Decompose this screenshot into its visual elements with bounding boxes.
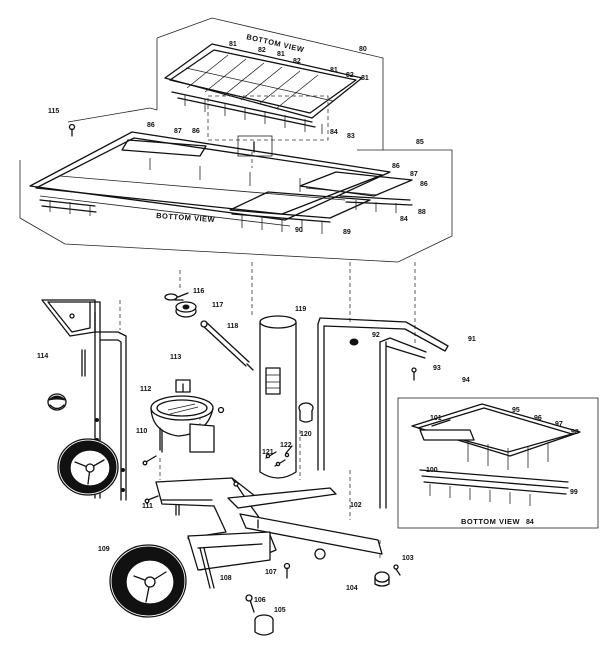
- bolts-110-111: [142, 455, 180, 516]
- label-82: 82: [293, 58, 301, 65]
- label-112: 112: [140, 386, 151, 393]
- label-86: 86: [420, 181, 428, 188]
- label-81: 81: [277, 51, 285, 58]
- label-91: 91: [468, 336, 476, 343]
- label-83: 83: [347, 133, 355, 140]
- tank-119: [259, 315, 297, 479]
- label-90: 90: [295, 227, 303, 234]
- handle-rod-91: [317, 317, 449, 509]
- label-103: 103: [402, 555, 414, 562]
- label-85: 85: [416, 139, 424, 146]
- valve-120: [298, 402, 314, 423]
- label-97: 97: [555, 421, 563, 428]
- label-87: 87: [174, 128, 182, 135]
- bolts-105-107: [199, 547, 401, 636]
- label-93: 93: [433, 365, 441, 372]
- label-86: 86: [392, 163, 400, 170]
- label-109: 109: [98, 546, 110, 553]
- label-96: 96: [534, 415, 542, 422]
- label-122: 122: [280, 442, 292, 449]
- label-92: 92: [372, 332, 380, 339]
- label-116: 116: [193, 288, 204, 295]
- nut-117: [175, 301, 197, 318]
- label-120: 120: [300, 431, 312, 438]
- label-100: 100: [426, 467, 438, 474]
- wheel-lower-109: [109, 544, 187, 618]
- label-81: 81: [330, 67, 338, 74]
- label-111: 111: [142, 503, 153, 510]
- part-labels: 80 81 82 81 82 81 82 81 84 83 115 86 87 …: [37, 41, 579, 614]
- label-84: 84: [330, 129, 338, 136]
- label-81: 81: [229, 41, 237, 48]
- cap-part: [47, 393, 67, 411]
- label-105: 105: [274, 607, 286, 614]
- caption-bottom-view-3: BOTTOM VIEW: [461, 517, 521, 526]
- label-95: 95: [512, 407, 520, 414]
- fasteners-121-122: [265, 445, 293, 467]
- label-117: 117: [212, 302, 223, 309]
- label-108: 108: [220, 575, 232, 582]
- label-107: 107: [265, 569, 277, 576]
- label-114: 114: [37, 353, 48, 360]
- igniter-118: [200, 320, 254, 371]
- label-88: 88: [418, 209, 426, 216]
- label-102: 102: [350, 502, 362, 509]
- label-118: 118: [227, 323, 238, 330]
- label-84: 84: [526, 519, 534, 526]
- label-82: 82: [258, 47, 266, 54]
- screw-116: [164, 292, 189, 301]
- label-84: 84: [400, 216, 408, 223]
- label-121: 121: [262, 449, 274, 456]
- caption-bottom-view-1: BOTTOM VIEW: [246, 32, 306, 54]
- label-80: 80: [359, 46, 367, 53]
- main-shelf-assembly: [19, 107, 453, 263]
- top-shelf-assembly: [156, 17, 384, 157]
- wheel-upper: [57, 438, 119, 496]
- screw-115: [68, 123, 76, 137]
- label-106: 106: [254, 597, 266, 604]
- label-86: 86: [147, 122, 155, 129]
- label-94: 94: [462, 377, 470, 384]
- burner-bowl-112: [150, 379, 225, 453]
- label-113: 113: [170, 354, 181, 361]
- label-86: 86: [192, 128, 200, 135]
- label-101: 101: [430, 415, 442, 422]
- caption-bottom-view-2: BOTTOM VIEW: [156, 211, 216, 224]
- label-81: 81: [361, 75, 369, 82]
- label-82: 82: [346, 72, 354, 79]
- label-87: 87: [410, 171, 418, 178]
- fasteners-92-93: [349, 338, 417, 381]
- label-98: 98: [571, 429, 579, 436]
- base-frame-108: [155, 477, 390, 587]
- label-99: 99: [570, 489, 578, 496]
- label-115: 115: [48, 108, 59, 115]
- label-104: 104: [346, 585, 358, 592]
- label-119: 119: [295, 306, 306, 313]
- label-110: 110: [136, 428, 147, 435]
- inset-bottom-shelf: [397, 397, 599, 529]
- label-89: 89: [343, 229, 351, 236]
